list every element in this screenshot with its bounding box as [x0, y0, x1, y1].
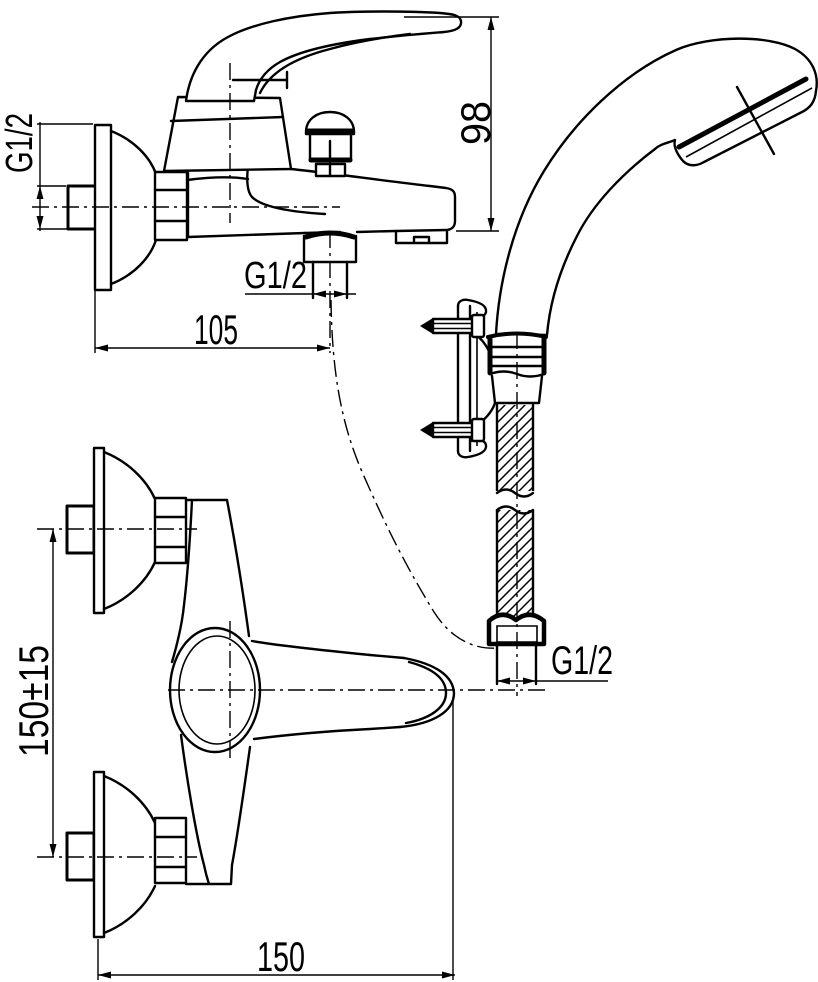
shower-face-thin-line	[685, 87, 813, 158]
dim-arrow-150-right	[442, 971, 455, 979]
cartridge-dome-ring	[169, 115, 285, 123]
dim-label-inlet-thread: G1/2	[0, 113, 41, 173]
front-cone-bottom	[102, 774, 157, 935]
dim-label-offset: 105	[194, 306, 238, 353]
dim-label-hose-thread: G1/2	[551, 639, 613, 683]
dim-inlet-thread-lines	[37, 122, 93, 231]
dim-arrow-hose-left	[497, 677, 510, 685]
dim-height-lines	[404, 16, 499, 232]
front-handle-bar	[250, 639, 406, 741]
bracket-bottom-hook	[456, 438, 488, 459]
dim-label-outlet-thread: G1/2	[244, 255, 307, 297]
front-handle-tip-inner	[404, 660, 448, 725]
dim-arrow-inlet-down	[36, 216, 44, 229]
dim-arrow-hose-right	[523, 677, 536, 685]
bracket-screw-top	[420, 313, 486, 339]
hose-sides	[495, 403, 535, 619]
dim-arrow-spacing-down	[49, 844, 57, 857]
lever-pivot-mark	[231, 70, 289, 90]
front-body-lower	[179, 733, 252, 886]
spout-underside-tab	[394, 229, 449, 245]
hex-nut-facets	[153, 188, 189, 223]
dim-arrow-inlet-up	[36, 186, 44, 199]
dim-label-length: 150	[257, 933, 305, 980]
front-cone-top	[102, 450, 157, 611]
bracket-screw-bottom	[420, 417, 486, 443]
front-nut-top	[153, 496, 188, 565]
outlet-thread	[311, 260, 349, 300]
shower-face-line	[676, 76, 809, 150]
dim-arrow-105-left	[95, 344, 108, 352]
centerlines	[32, 63, 545, 858]
dim-arrow-98-down	[487, 218, 495, 231]
front-nut-bottom-facets	[153, 835, 188, 869]
front-flange-bottom	[92, 770, 106, 939]
hose-break-lines	[495, 488, 535, 515]
holder-knurl-sides	[487, 336, 547, 376]
front-view-faucet	[65, 446, 456, 939]
cartridge-dome	[162, 95, 293, 173]
front-flange-top	[92, 446, 106, 615]
front-handle-tip	[398, 656, 456, 729]
hex-nut	[153, 170, 189, 242]
connection-curve	[330, 299, 499, 649]
dim-arrow-spacing-up	[49, 529, 57, 542]
dim-arrow-98-up	[487, 17, 495, 30]
body-top-line	[185, 176, 250, 182]
dimensions: G1/2 98 G1/2 105 150±15 G1/2 150	[0, 16, 613, 980]
shower-face-cross-mark	[735, 85, 776, 156]
front-nut-bottom	[153, 816, 188, 885]
lever-handle	[184, 10, 463, 103]
hand-shower-body	[494, 37, 818, 337]
body-left-bottom	[186, 171, 307, 239]
dim-arrow-105-right	[317, 344, 330, 352]
dim-offset-lines	[94, 291, 330, 353]
hose-thread	[495, 644, 538, 686]
hose-nut-inner	[496, 625, 538, 643]
escutcheon-cone	[109, 129, 158, 286]
dim-label-spacing: 150±15	[10, 645, 57, 757]
dim-arrow-150-left	[98, 971, 111, 979]
side-view-faucet	[66, 10, 463, 300]
hose-lower-hatch	[497, 510, 533, 617]
hose-nut	[486, 612, 547, 647]
dim-length-lines	[97, 701, 455, 980]
dim-arrow-outlet-left	[313, 290, 326, 298]
dim-label-height: 98	[452, 101, 499, 145]
hose-upper-hatch	[497, 405, 533, 492]
lever-handle-inner-line	[258, 32, 412, 95]
dim-arrow-outlet-right	[334, 290, 347, 298]
front-nut-top-facets	[153, 515, 188, 549]
